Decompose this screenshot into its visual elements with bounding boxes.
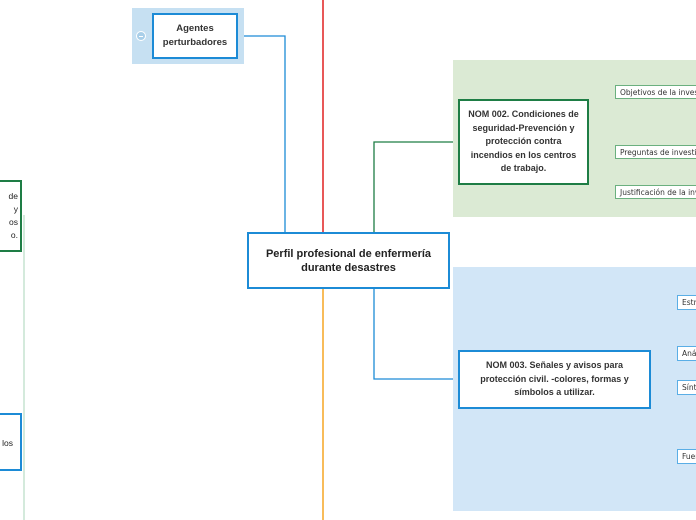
subtopic-label: Estrategias (682, 298, 696, 307)
subtopic-estrategias[interactable]: Estrategias (677, 295, 696, 310)
node-agentes-label: Agentes perturbadores (162, 23, 228, 48)
subtopic-justificacion[interactable]: Justificación de la investigación (615, 185, 696, 199)
subtopic-objetivos[interactable]: Objetivos de la investigación (615, 85, 696, 99)
connector-agentes (238, 35, 286, 232)
left-cut-line: os (9, 217, 18, 227)
subtopic-analisis[interactable]: Análisis (677, 346, 696, 361)
central-topic[interactable]: Perfil profesional de enfermería durante… (247, 232, 450, 289)
subtopic-label: Fuentes (682, 452, 696, 461)
left-cut-upper-text: de y os o. (0, 190, 18, 242)
node-nom-002[interactable]: NOM 002. Condiciones de seguridad-Preven… (458, 99, 589, 185)
subtopic-label: Objetivos de la investigación (620, 87, 696, 97)
subtopic-fuentes[interactable]: Fuentes (677, 449, 696, 464)
connector-nom003 (373, 288, 459, 380)
left-cut-lower-text: los (0, 437, 13, 450)
left-cut-line: y (13, 204, 18, 214)
subtopic-label: Síntesis (682, 383, 696, 392)
left-cut-line: los (2, 438, 13, 448)
left-cut-node-lower[interactable] (0, 413, 22, 471)
subtopic-label: Análisis (682, 349, 696, 358)
node-nom-003-label: NOM 003. Señales y avisos para protecció… (480, 360, 629, 398)
minus-circle-icon (139, 35, 143, 37)
connector-nom002 (373, 141, 459, 232)
subtopic-label: Preguntas de investigación (620, 147, 696, 157)
node-nom-003[interactable]: NOM 003. Señales y avisos para protecció… (458, 350, 651, 409)
central-topic-label: Perfil profesional de enfermería durante… (265, 247, 432, 274)
collapse-icon[interactable] (136, 31, 146, 41)
subtopic-sintesis[interactable]: Síntesis (677, 380, 696, 395)
left-cut-line: de (8, 191, 18, 201)
node-nom-002-label: NOM 002. Condiciones de seguridad-Preven… (468, 109, 579, 174)
left-cut-line: o. (10, 230, 18, 240)
node-agentes-perturbadores[interactable]: Agentes perturbadores (152, 13, 238, 59)
left-cut-node-upper[interactable] (0, 180, 22, 252)
subtopic-label: Justificación de la investigación (620, 187, 696, 197)
subtopic-preguntas[interactable]: Preguntas de investigación (615, 145, 696, 159)
